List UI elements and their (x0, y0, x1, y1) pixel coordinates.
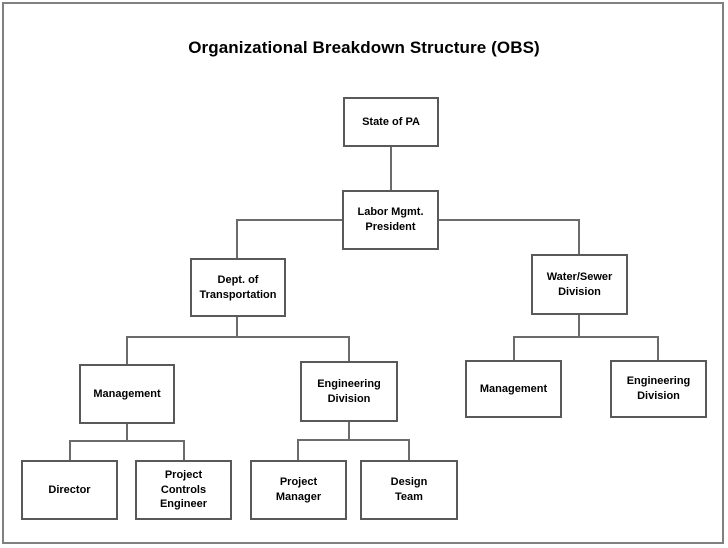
connector-president-left-drop (236, 219, 238, 258)
node-label-water-sewer-division-line1: Water/Sewer (546, 270, 613, 283)
node-label-director: Director (48, 483, 91, 496)
node-label-labor-mgmt-president-line1: Labor Mgmt. (357, 206, 424, 219)
connector-dot-to-management (126, 336, 128, 364)
node-label-water-sewer-division-line2: Division (558, 285, 601, 298)
connector-president-right-horizontal (439, 219, 580, 221)
connector-dot-to-engineering (348, 336, 350, 361)
node-labor-mgmt-president[interactable]: Labor Mgmt. President (342, 190, 439, 250)
node-label-ws-engineering-division-line2: Division (637, 390, 680, 402)
node-label-labor-mgmt-president-line2: President (365, 221, 416, 233)
node-label-design-team-line1: Design (390, 476, 428, 489)
connector-ws-to-management (513, 336, 515, 360)
connector-state-to-president (390, 147, 392, 190)
connector-ws-to-engineering (657, 336, 659, 360)
node-label-dept-of-transportation-line2: Transportation (199, 288, 277, 301)
node-ws-engineering-division[interactable]: Engineering Division (610, 360, 707, 418)
node-label-state-of-pa: State of PA (362, 115, 420, 128)
connector-to-design-team (408, 439, 410, 460)
node-dept-of-transportation[interactable]: Dept. of Transportation (190, 258, 286, 317)
node-dot-engineering-division[interactable]: Engineering Division (300, 361, 398, 422)
node-ws-management[interactable]: Management (465, 360, 562, 418)
node-label-dept-of-transportation-line1: Dept. of (217, 273, 259, 286)
connector-ws-bus (513, 336, 659, 338)
node-dot-management[interactable]: Management (79, 364, 175, 424)
connector-dot-management-stem (126, 424, 128, 441)
node-water-sewer-division[interactable]: Water/Sewer Division (531, 254, 628, 315)
node-label-project-manager-line1: Project (279, 476, 318, 489)
connector-dot-stem (236, 317, 238, 338)
node-label-project-controls-engineer-line3: Engineer (159, 498, 208, 511)
node-design-team[interactable]: Design Team (360, 460, 458, 520)
node-project-manager[interactable]: Project Manager (250, 460, 347, 520)
connector-dot-bus (126, 336, 350, 338)
connector-dot-management-bus (69, 440, 185, 442)
page-title: Organizational Breakdown Structure (OBS) (188, 38, 540, 57)
node-label-ws-management: Management (479, 382, 548, 395)
node-state-of-pa[interactable]: State of PA (343, 97, 439, 147)
node-label-dot-management: Management (93, 387, 161, 400)
node-label-dot-engineering-division-line2: Division (327, 392, 371, 405)
node-label-dot-engineering-division-line1: Engineering (317, 377, 381, 390)
connector-ws-stem (578, 315, 580, 337)
connector-dot-engineering-stem (348, 422, 350, 440)
connector-to-director (69, 440, 71, 460)
connector-to-project-controls-engineer (183, 440, 185, 460)
node-label-project-manager-line2: Manager (275, 491, 322, 503)
node-label-ws-engineering-division-line1: Engineering (626, 375, 691, 388)
node-project-controls-engineer[interactable]: Project Controls Engineer (135, 460, 232, 520)
node-label-project-controls-engineer-line2: Controls (160, 483, 207, 496)
node-director[interactable]: Director (21, 460, 118, 520)
connector-president-left-horizontal (237, 219, 343, 221)
connector-to-project-manager (297, 439, 299, 460)
node-label-design-team-line2: Team (395, 491, 423, 503)
connector-dot-engineering-bus (297, 439, 410, 441)
node-label-project-controls-engineer-line1: Project (164, 469, 203, 482)
connector-president-right-drop (578, 219, 580, 254)
